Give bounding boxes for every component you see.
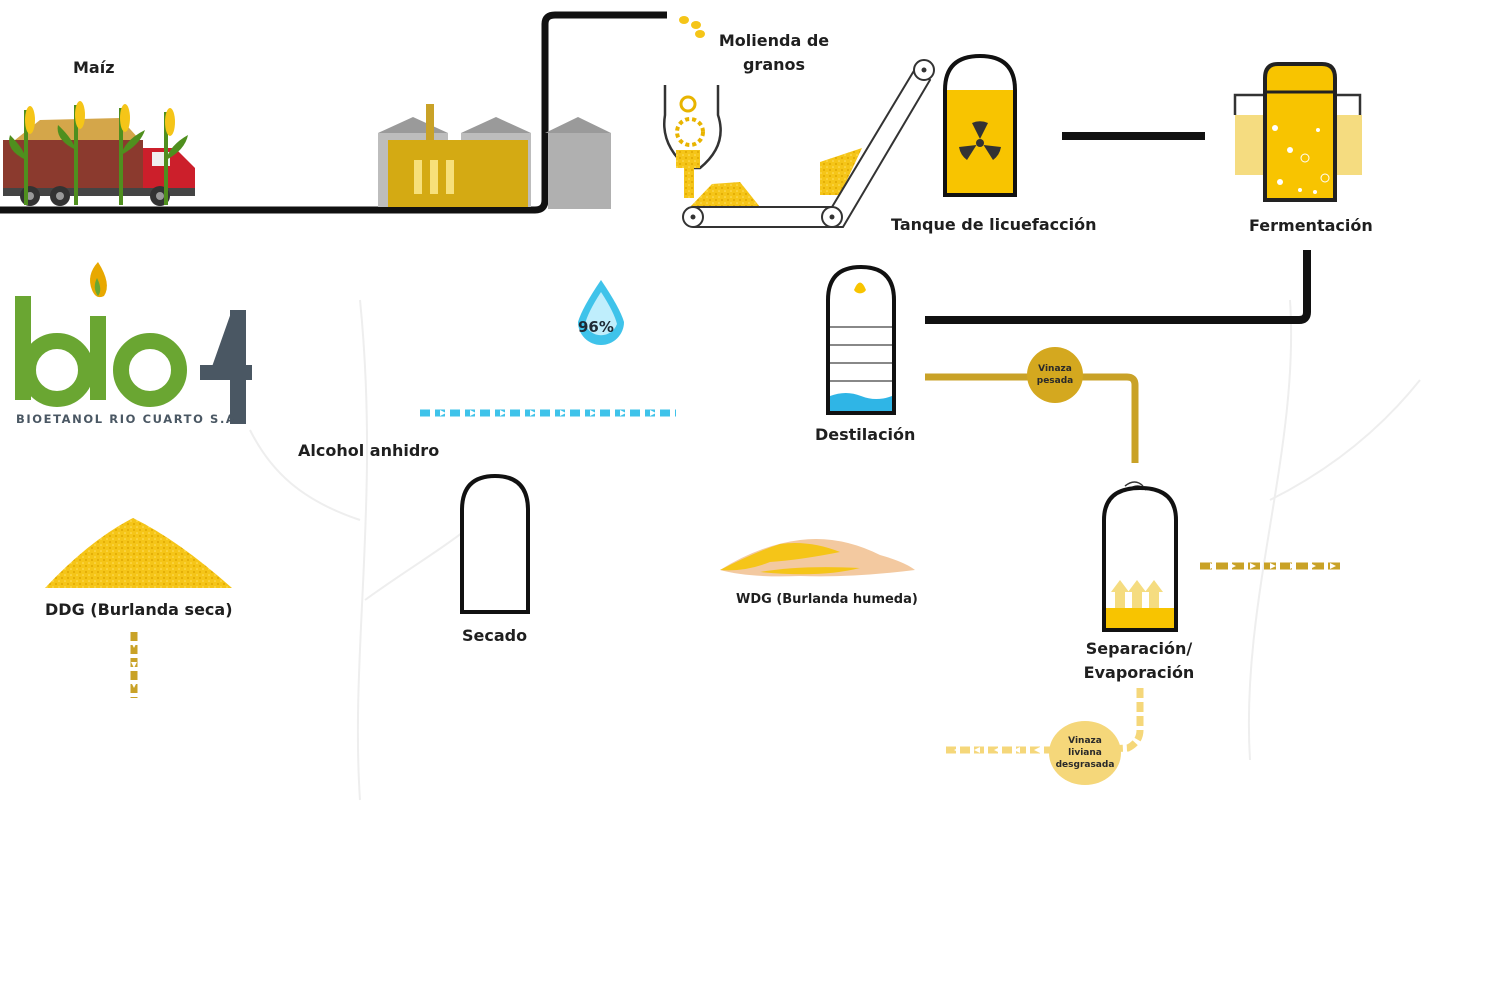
ddg-flow-arrow (130, 632, 138, 698)
label-maiz: Maíz (73, 58, 115, 77)
label-destilacion: Destilación (815, 425, 916, 444)
water-drop-icon (578, 280, 624, 345)
vinaza-liviana-line2: liviana (1068, 748, 1102, 758)
evaporation-output-arrow (1200, 562, 1342, 570)
label-tanque: Tanque de licuefacción (891, 215, 1097, 234)
liquefaction-tank-icon (943, 53, 1017, 197)
background-plant-sketch (249, 299, 1421, 801)
conveyor-belt-icon (682, 59, 935, 228)
label-wdg: WDG (Burlanda humeda) (736, 592, 918, 607)
vinaza-liviana-line3: desgrasada (1055, 760, 1115, 770)
alcohol-flow-arrow (420, 409, 676, 417)
label-ddg: DDG (Burlanda seca) (45, 600, 233, 619)
vinaza-liviana-flow-arrow (946, 688, 1144, 754)
vinaza-liviana-line1: Vinaza (1068, 736, 1102, 746)
vinaza-pesada-badge: Vinaza pesada (1027, 347, 1083, 403)
label-separacion-line1: Separación/ (1085, 639, 1193, 658)
vinaza-pesada-pipe (925, 373, 1139, 463)
label-molienda-line2: granos (742, 55, 806, 74)
fermentation-to-distillation-pipe (925, 250, 1311, 324)
label-fermentacion: Fermentación (1249, 216, 1373, 235)
main-pipe (0, 11, 667, 214)
dryer-tank-icon (460, 473, 530, 614)
label-molienda-line1: Molienda de (718, 31, 830, 50)
label-alcohol-anhidro: Alcohol anhidro (298, 441, 440, 460)
alcohol-percent: 96% (578, 318, 614, 336)
corn-truck-icon (3, 101, 195, 206)
fermentation-tank-icon (1233, 62, 1362, 202)
evaporator-tank-icon (1102, 481, 1178, 632)
dry-grain-pile-icon (45, 518, 232, 588)
logo-subtitle: BIOETANOL RIO CUARTO S.A. (16, 412, 243, 426)
vinaza-pesada-line1: Vinaza (1038, 364, 1072, 374)
bio4-logo (15, 262, 252, 424)
distillation-column-icon (826, 264, 896, 415)
vinaza-liviana-badge: Vinaza liviana desgrasada (1049, 721, 1121, 785)
grinder-mill-icon (663, 85, 722, 198)
silo-plant-icon (378, 104, 611, 209)
corn-kernels-icon (679, 16, 705, 38)
label-secado: Secado (462, 626, 528, 645)
wet-grain-pile-icon (720, 539, 915, 577)
vinaza-pesada-line2: pesada (1036, 376, 1074, 386)
label-separacion-line2: Evaporación (1083, 663, 1195, 682)
